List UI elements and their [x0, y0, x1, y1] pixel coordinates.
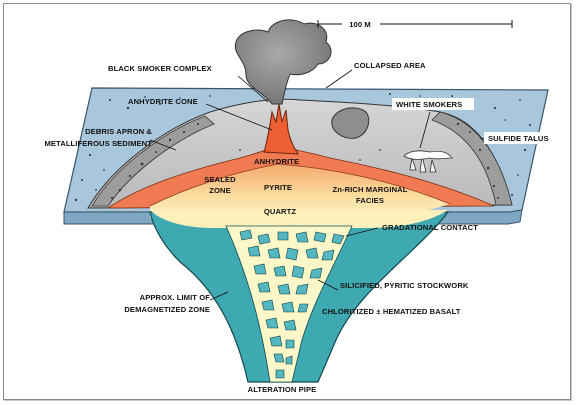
label-gradational-contact: GRADATIONAL CONTACT — [382, 223, 478, 232]
label-alteration-pipe: ALTERATION PIPE — [248, 385, 317, 394]
mound-core — [150, 164, 450, 218]
sulfide-talus-label-bg — [484, 132, 546, 144]
figure-frame — [3, 3, 571, 400]
leader-lines — [149, 69, 497, 301]
label-silicified-pyritic-stockwork: SILICIFIED, PYRITIC STOCKWORK — [340, 281, 469, 290]
label-anhydrite: ANHYDRITE — [254, 157, 299, 166]
debris-apron-band — [91, 115, 215, 207]
label-collapsed-area: COLLAPSED AREA — [354, 61, 426, 70]
scale-bar — [317, 20, 513, 28]
label-sulfide-talus: SULFIDE TALUS — [488, 134, 549, 143]
label-chloritized-basalt: CHLORITIZED ± HEMATIZED BASALT — [322, 307, 461, 316]
label-sealed-line2: ZONE — [209, 186, 231, 195]
label-sealed-line1: SEALED — [204, 175, 236, 184]
stockwork-clasts — [239, 229, 345, 379]
core-upper-boundary — [149, 163, 451, 207]
black-smoker-plume — [234, 19, 332, 105]
seafloor-speckles — [74, 93, 531, 202]
label-anhydrite-cone: ANHYDRITE CONE — [128, 97, 198, 106]
sulfide-talus-band — [431, 111, 513, 206]
label-debris-apron-line2: METALLIFEROUS SEDIMENT — [44, 139, 152, 148]
label-approx-limit-line2: DEMAGNETIZED ZONE — [124, 305, 210, 314]
scale-bar-label: 100 M — [349, 20, 371, 29]
core-lower-band — [150, 210, 448, 228]
label-debris-apron-line1: DEBRIS APRON & — [85, 127, 152, 136]
label-pyrite: PYRITE — [264, 183, 292, 192]
white-smokers — [403, 150, 453, 173]
label-quartz: QUARTZ — [264, 207, 296, 216]
label-black-smoker-complex: BLACK SMOKER COMPLEX — [108, 64, 212, 73]
label-zn-rich-line1: Zn-RICH MARGINAL — [333, 185, 408, 194]
white-smokers-label-bg — [392, 98, 474, 110]
label-approx-limit-line1: APPROX. LIMIT OF — [140, 293, 211, 302]
collapsed-area-pit — [331, 107, 370, 139]
label-white-smokers: WHITE SMOKERS — [396, 100, 462, 109]
label-zn-rich-line2: FACIES — [356, 196, 384, 205]
anhydrite-cone — [263, 103, 299, 155]
